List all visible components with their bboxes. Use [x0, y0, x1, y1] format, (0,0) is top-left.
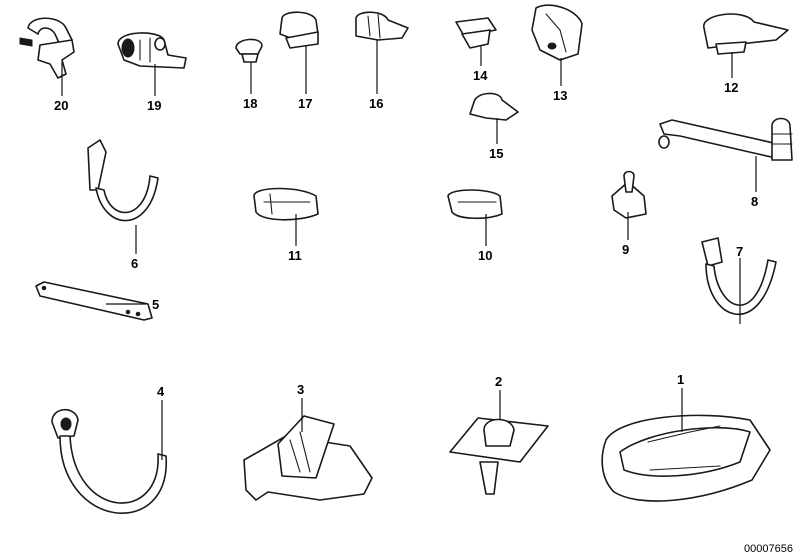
- callout-14: 14: [473, 68, 488, 83]
- callout-18: 18: [243, 96, 257, 111]
- part-10-clip: [447, 189, 503, 246]
- part-16-clip: [355, 11, 409, 94]
- part-15-clip: [469, 92, 519, 144]
- part-4-large-strap: [51, 400, 167, 514]
- part-7-strap-tie: [701, 237, 777, 324]
- callout-11: 11: [288, 248, 302, 263]
- callout-9: 9: [622, 242, 629, 257]
- callout-20: 20: [54, 98, 68, 113]
- part-3-sheet-clip: [243, 398, 373, 501]
- callout-8: 8: [751, 194, 758, 209]
- callout-2: 2: [495, 374, 502, 389]
- part-1-large-clip: [601, 388, 771, 502]
- callout-17: 17: [298, 96, 312, 111]
- part-8-bracket-stud: [658, 117, 793, 192]
- part-18-clip: [235, 38, 263, 94]
- callout-16: 16: [369, 96, 383, 111]
- callout-15: 15: [489, 146, 503, 161]
- callout-7: 7: [736, 244, 743, 259]
- document-id: 00007656: [744, 543, 793, 555]
- part-20-cable-clip: [19, 17, 75, 96]
- callout-4: 4: [157, 384, 165, 399]
- callout-5: 5: [152, 297, 159, 312]
- part-12-spring-clip: [703, 13, 789, 78]
- callout-19: 19: [147, 98, 161, 113]
- callout-10: 10: [478, 248, 492, 263]
- part-9-clip: [611, 170, 647, 240]
- part-2-push-clip: [449, 390, 549, 495]
- callout-6: 6: [131, 256, 138, 271]
- callout-1: 1: [677, 372, 684, 387]
- callout-13: 13: [553, 88, 567, 103]
- part-19-p-clip: [117, 32, 187, 96]
- part-14-clip: [455, 17, 497, 66]
- part-13-bracket: [531, 4, 583, 86]
- part-11-clip: [253, 187, 319, 246]
- callout-3: 3: [297, 382, 304, 397]
- callout-12: 12: [724, 80, 738, 95]
- callout-labels: 20 19 18 17 16 14 13 12 15 8 6 11 10 9 7…: [54, 68, 758, 399]
- part-6-strap-tie: [87, 139, 159, 254]
- part-5-flat-strip: [35, 281, 153, 321]
- part-17-clip: [279, 11, 319, 94]
